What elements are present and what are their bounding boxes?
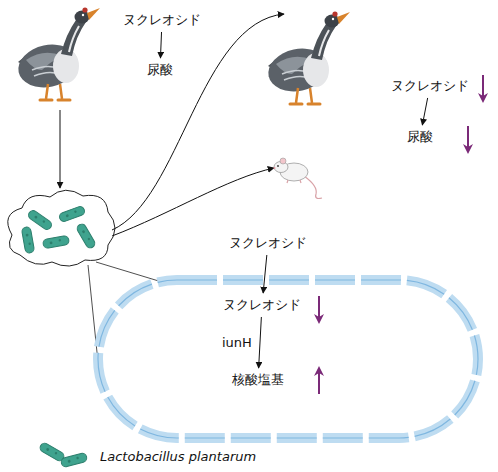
flow-arrow bbox=[60, 110, 61, 188]
text-node: ヌクレオシド bbox=[389, 76, 471, 96]
illustration-part bbox=[318, 296, 320, 322]
text-node: 尿酸 bbox=[405, 127, 435, 147]
illustration-part bbox=[76, 222, 97, 249]
illustration-part bbox=[287, 180, 301, 183]
node-text: 核酸塩基 bbox=[232, 371, 284, 389]
illustration-part bbox=[42, 235, 69, 248]
illustration-part bbox=[58, 205, 86, 222]
text-node: 尿酸 bbox=[145, 60, 175, 80]
mouse bbox=[274, 158, 323, 199]
illustration-part bbox=[467, 126, 469, 152]
illustration-part bbox=[21, 226, 34, 253]
flow-arrow bbox=[263, 255, 267, 293]
illustration-part bbox=[274, 167, 276, 169]
illustration-part bbox=[38, 442, 65, 463]
illustration-part bbox=[318, 368, 320, 394]
node-text: ヌクレオシド bbox=[123, 11, 201, 29]
transfer-arrow bbox=[112, 168, 274, 236]
enzyme-label: iunH bbox=[222, 335, 252, 350]
flow-arrow bbox=[160, 32, 161, 58]
illustration-part bbox=[60, 452, 87, 467]
illustration-part bbox=[27, 209, 53, 231]
change-indicators bbox=[319, 75, 483, 394]
illustration-part bbox=[8, 190, 115, 266]
illustration-part bbox=[98, 280, 478, 438]
bacteria-cloud bbox=[8, 190, 115, 266]
illustration-part bbox=[264, 11, 350, 104]
illustration-part bbox=[277, 165, 279, 167]
goose-before bbox=[14, 7, 100, 100]
goose-after bbox=[264, 11, 350, 104]
text-node: ヌクレオシド bbox=[227, 233, 309, 253]
illustration-part bbox=[96, 262, 162, 282]
node-text: ヌクレオシド bbox=[223, 296, 301, 314]
illustration-part bbox=[280, 158, 286, 164]
illustration-part bbox=[304, 176, 322, 199]
illustration-part bbox=[482, 75, 484, 101]
illustration-part bbox=[88, 265, 98, 362]
legend-label: Lactobacillus plantarum bbox=[100, 449, 256, 464]
flow-arrow bbox=[422, 98, 427, 125]
illustration-part bbox=[14, 7, 100, 100]
illustration-part bbox=[98, 280, 478, 438]
bacterial-cell bbox=[98, 280, 478, 438]
flow-arrow bbox=[259, 317, 262, 368]
legend-swatch bbox=[38, 442, 87, 468]
text-node: 核酸塩基 bbox=[230, 370, 286, 390]
node-text: ヌクレオシド bbox=[391, 77, 469, 95]
node-text: ヌクレオシド bbox=[229, 234, 307, 252]
text-node: ヌクレオシド bbox=[121, 10, 203, 30]
text-node: ヌクレオシド bbox=[221, 295, 303, 315]
node-text: 尿酸 bbox=[147, 61, 173, 79]
node-text: 尿酸 bbox=[407, 128, 433, 146]
